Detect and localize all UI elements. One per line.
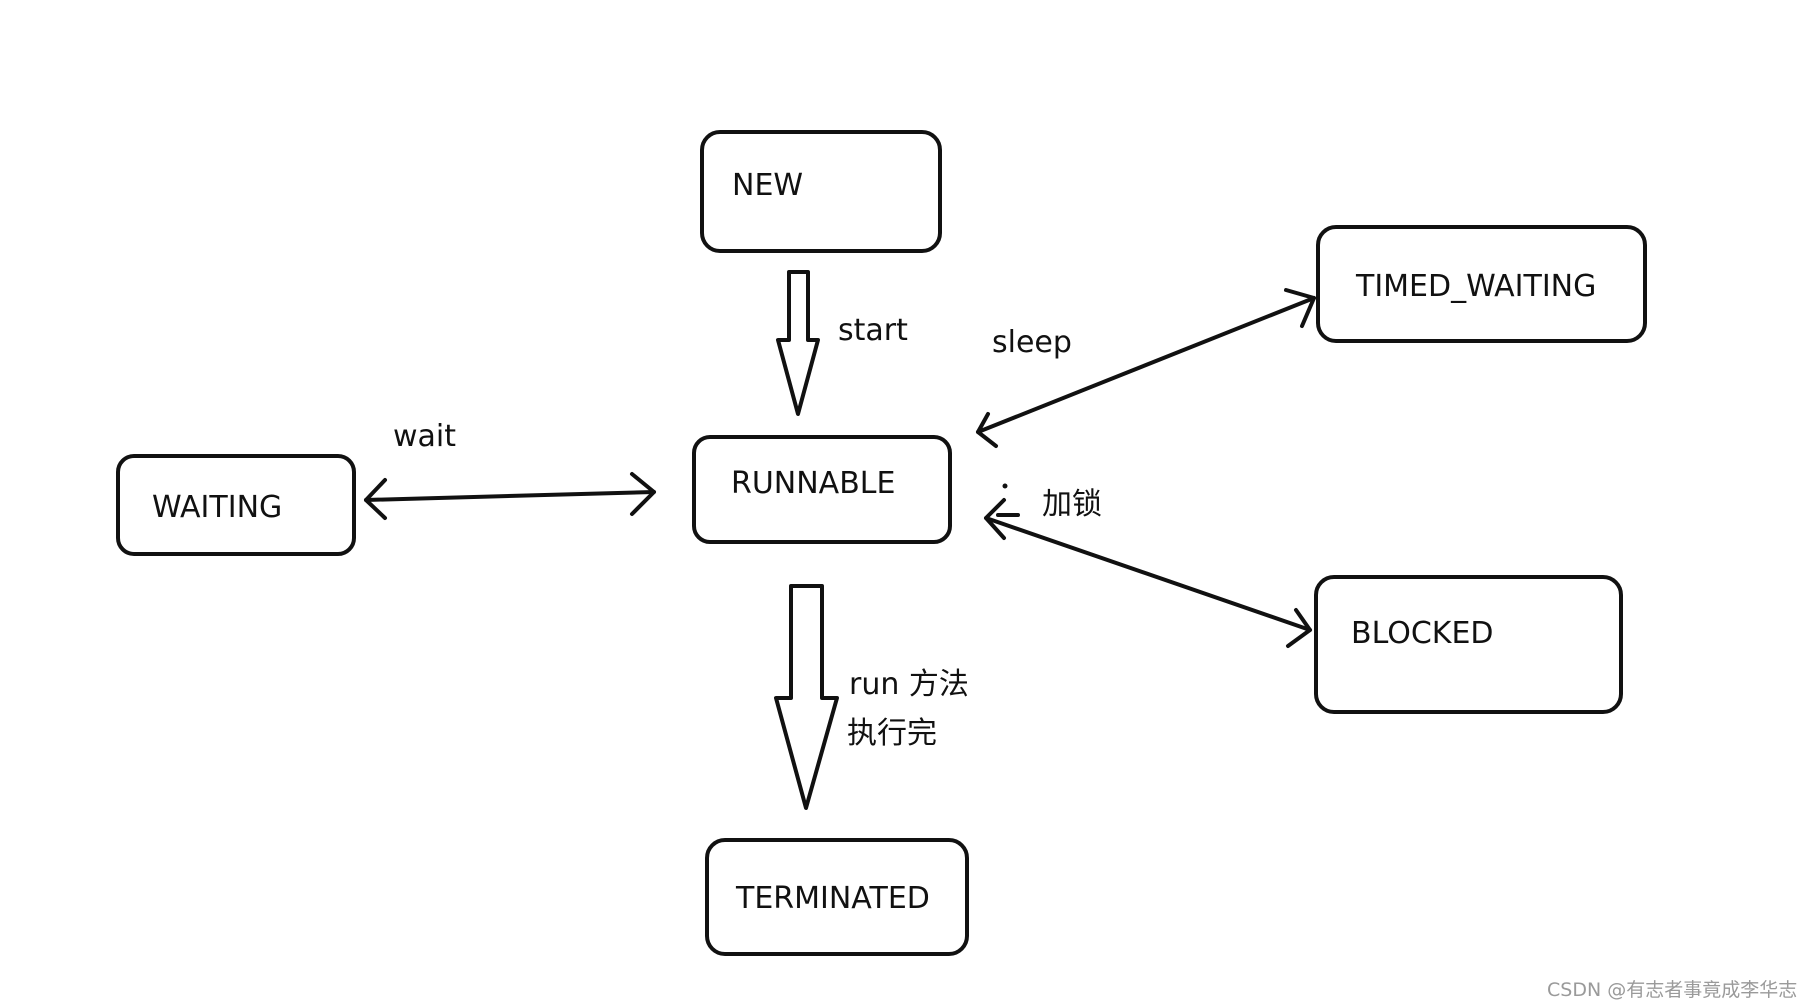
transition-wait-label: wait <box>393 419 456 454</box>
arrow-new-to-runnable <box>776 270 820 416</box>
state-new-label: NEW <box>732 168 803 203</box>
arrow-runnable-blocked <box>984 498 1312 648</box>
state-runnable-label: RUNNABLE <box>731 466 895 501</box>
transition-sleep-label: sleep <box>992 325 1072 360</box>
transition-run-done-label-line2: 执行完 <box>847 716 937 751</box>
watermark-text: CSDN @有志者事竟成李华志 <box>1547 979 1797 1001</box>
transition-lock-label: 加锁 <box>1042 487 1102 522</box>
arrow-runnable-timed-waiting <box>976 288 1316 448</box>
state-timed-waiting: TIMED_WAITING <box>1316 225 1647 343</box>
stray-dot <box>1002 483 1008 489</box>
state-blocked-label: BLOCKED <box>1351 616 1494 651</box>
state-timed-waiting-label: TIMED_WAITING <box>1355 269 1596 304</box>
state-terminated: TERMINATED <box>705 838 969 956</box>
arrow-runnable-to-terminated <box>774 584 839 810</box>
arrow-waiting-runnable <box>364 472 656 520</box>
state-waiting-label: WAITING <box>152 490 282 525</box>
transition-run-done-label-line1: run 方法 <box>849 667 969 702</box>
state-runnable: RUNNABLE <box>692 435 952 544</box>
state-waiting: WAITING <box>116 454 356 556</box>
transition-start-label: start <box>838 313 908 348</box>
state-new: NEW <box>700 130 942 253</box>
state-blocked: BLOCKED <box>1314 575 1623 714</box>
state-terminated-label: TERMINATED <box>735 881 930 916</box>
